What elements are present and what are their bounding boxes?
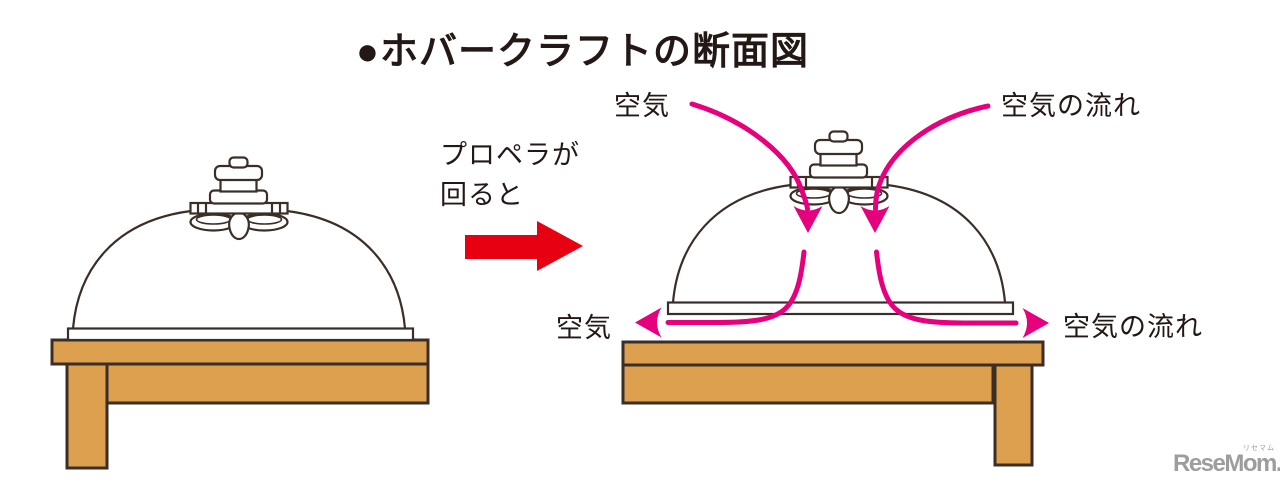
airflow-in-left-arrow-icon: [689, 101, 810, 212]
resemom-logo-ruby: リセマム: [1243, 445, 1275, 452]
hovercraft-hovering-figure: [666, 130, 1015, 316]
hovercraft-at-rest-figure: [66, 156, 415, 342]
table-left: [50, 338, 430, 470]
label-air-bottom-left: 空気: [556, 313, 612, 343]
red-transition-arrow-icon: [465, 221, 583, 271]
table-right: [621, 340, 1045, 467]
propeller-spin-note: プロペラが 回ると: [440, 140, 580, 210]
airflow-out-left-arrow-icon: [665, 249, 807, 325]
airflow-in-right-arrow-icon: [873, 103, 991, 212]
airflow-out-right-arrow-icon: [874, 249, 1019, 326]
diagram-title: ●ホバークラフトの断面図: [356, 31, 809, 73]
label-airflow-top-right: 空気の流れ: [1001, 91, 1141, 121]
label-airflow-bottom-right: 空気の流れ: [1063, 312, 1203, 342]
airflow-arrows: [665, 101, 1019, 326]
airflow-arrowheads: [635, 206, 1049, 338]
resemom-logo-wordmark: ReseMom.: [1173, 450, 1280, 477]
resemom-logo: リセマム ReseMom.: [1173, 443, 1280, 487]
label-air-top-left: 空気: [614, 91, 670, 121]
